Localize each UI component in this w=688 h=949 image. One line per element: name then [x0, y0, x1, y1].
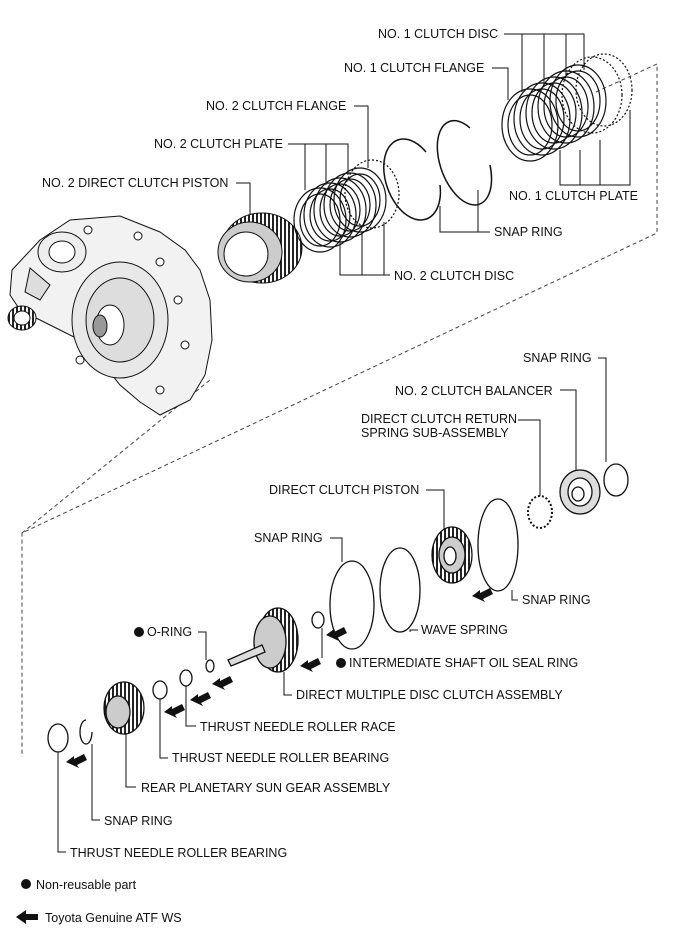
label-snap-ring-bottom: SNAP RING — [104, 814, 173, 828]
legend-atf: Toyota Genuine ATF WS — [45, 911, 182, 925]
label-no2-clutch-plate: NO. 2 CLUTCH PLATE — [154, 137, 283, 151]
label-return-spring: DIRECT CLUTCH RETURN SPRING SUB-ASSEMBLY — [361, 412, 518, 440]
non-reusable-dot-icon — [336, 658, 346, 668]
leader-lines — [57, 33, 631, 853]
lower-parts — [47, 463, 629, 753]
label-thrust-needle-roller-bearing-1: THRUST NEEDLE ROLLER BEARING — [172, 751, 390, 765]
label-no1-clutch-flange: NO. 1 CLUTCH FLANGE — [344, 61, 485, 75]
atf-arrows — [66, 588, 493, 768]
label-snap-ring-mid-right: SNAP RING — [522, 593, 591, 607]
label-snap-ring-upper: SNAP RING — [494, 225, 563, 239]
label-snap-ring-mid-left: SNAP RING — [254, 531, 323, 545]
no1-clutch-pack — [501, 53, 633, 162]
label-no2-clutch-disc: NO. 2 CLUTCH DISC — [394, 269, 515, 283]
transaxle-housing — [7, 215, 213, 416]
label-thrust-needle-roller-race: THRUST NEEDLE ROLLER RACE — [200, 720, 396, 734]
no2-direct-clutch-piston — [217, 212, 303, 284]
label-direct-clutch-piston: DIRECT CLUTCH PISTON — [269, 483, 420, 497]
label-wave-spring: WAVE SPRING — [421, 623, 508, 637]
legend-non-reusable: Non-reusable part — [36, 878, 137, 892]
label-o-ring: O-RING — [134, 625, 192, 639]
label-no2-clutch-flange: NO. 2 CLUTCH FLANGE — [206, 99, 347, 113]
legend-dot-icon — [21, 879, 31, 889]
label-intermediate-shaft-seal-text: INTERMEDIATE SHAFT OIL SEAL RING — [349, 656, 579, 670]
dashed-outline — [21, 63, 658, 757]
non-reusable-dot-icon — [134, 627, 144, 637]
label-no2-direct-clutch-piston: NO. 2 DIRECT CLUTCH PISTON — [42, 176, 229, 190]
label-intermediate-shaft-seal: INTERMEDIATE SHAFT OIL SEAL RING — [336, 656, 578, 670]
label-snap-ring-right-top: SNAP RING — [523, 351, 592, 365]
no2-clutch-pack — [293, 159, 400, 253]
label-o-ring-text: O-RING — [147, 625, 193, 639]
label-direct-multiple-disc-clutch: DIRECT MULTIPLE DISC CLUTCH ASSEMBLY — [296, 688, 563, 702]
label-no2-clutch-balancer: NO. 2 CLUTCH BALANCER — [395, 384, 553, 398]
label-no1-clutch-plate: NO. 1 CLUTCH PLATE — [509, 189, 638, 203]
label-rear-planetary-sun-gear: REAR PLANETARY SUN GEAR ASSEMBLY — [141, 781, 391, 795]
label-thrust-needle-roller-bearing-2: THRUST NEEDLE ROLLER BEARING — [70, 846, 288, 860]
legend-arrow-icon — [16, 910, 38, 924]
snap-rings-upper — [383, 119, 493, 221]
label-no1-clutch-disc: NO. 1 CLUTCH DISC — [378, 27, 499, 41]
